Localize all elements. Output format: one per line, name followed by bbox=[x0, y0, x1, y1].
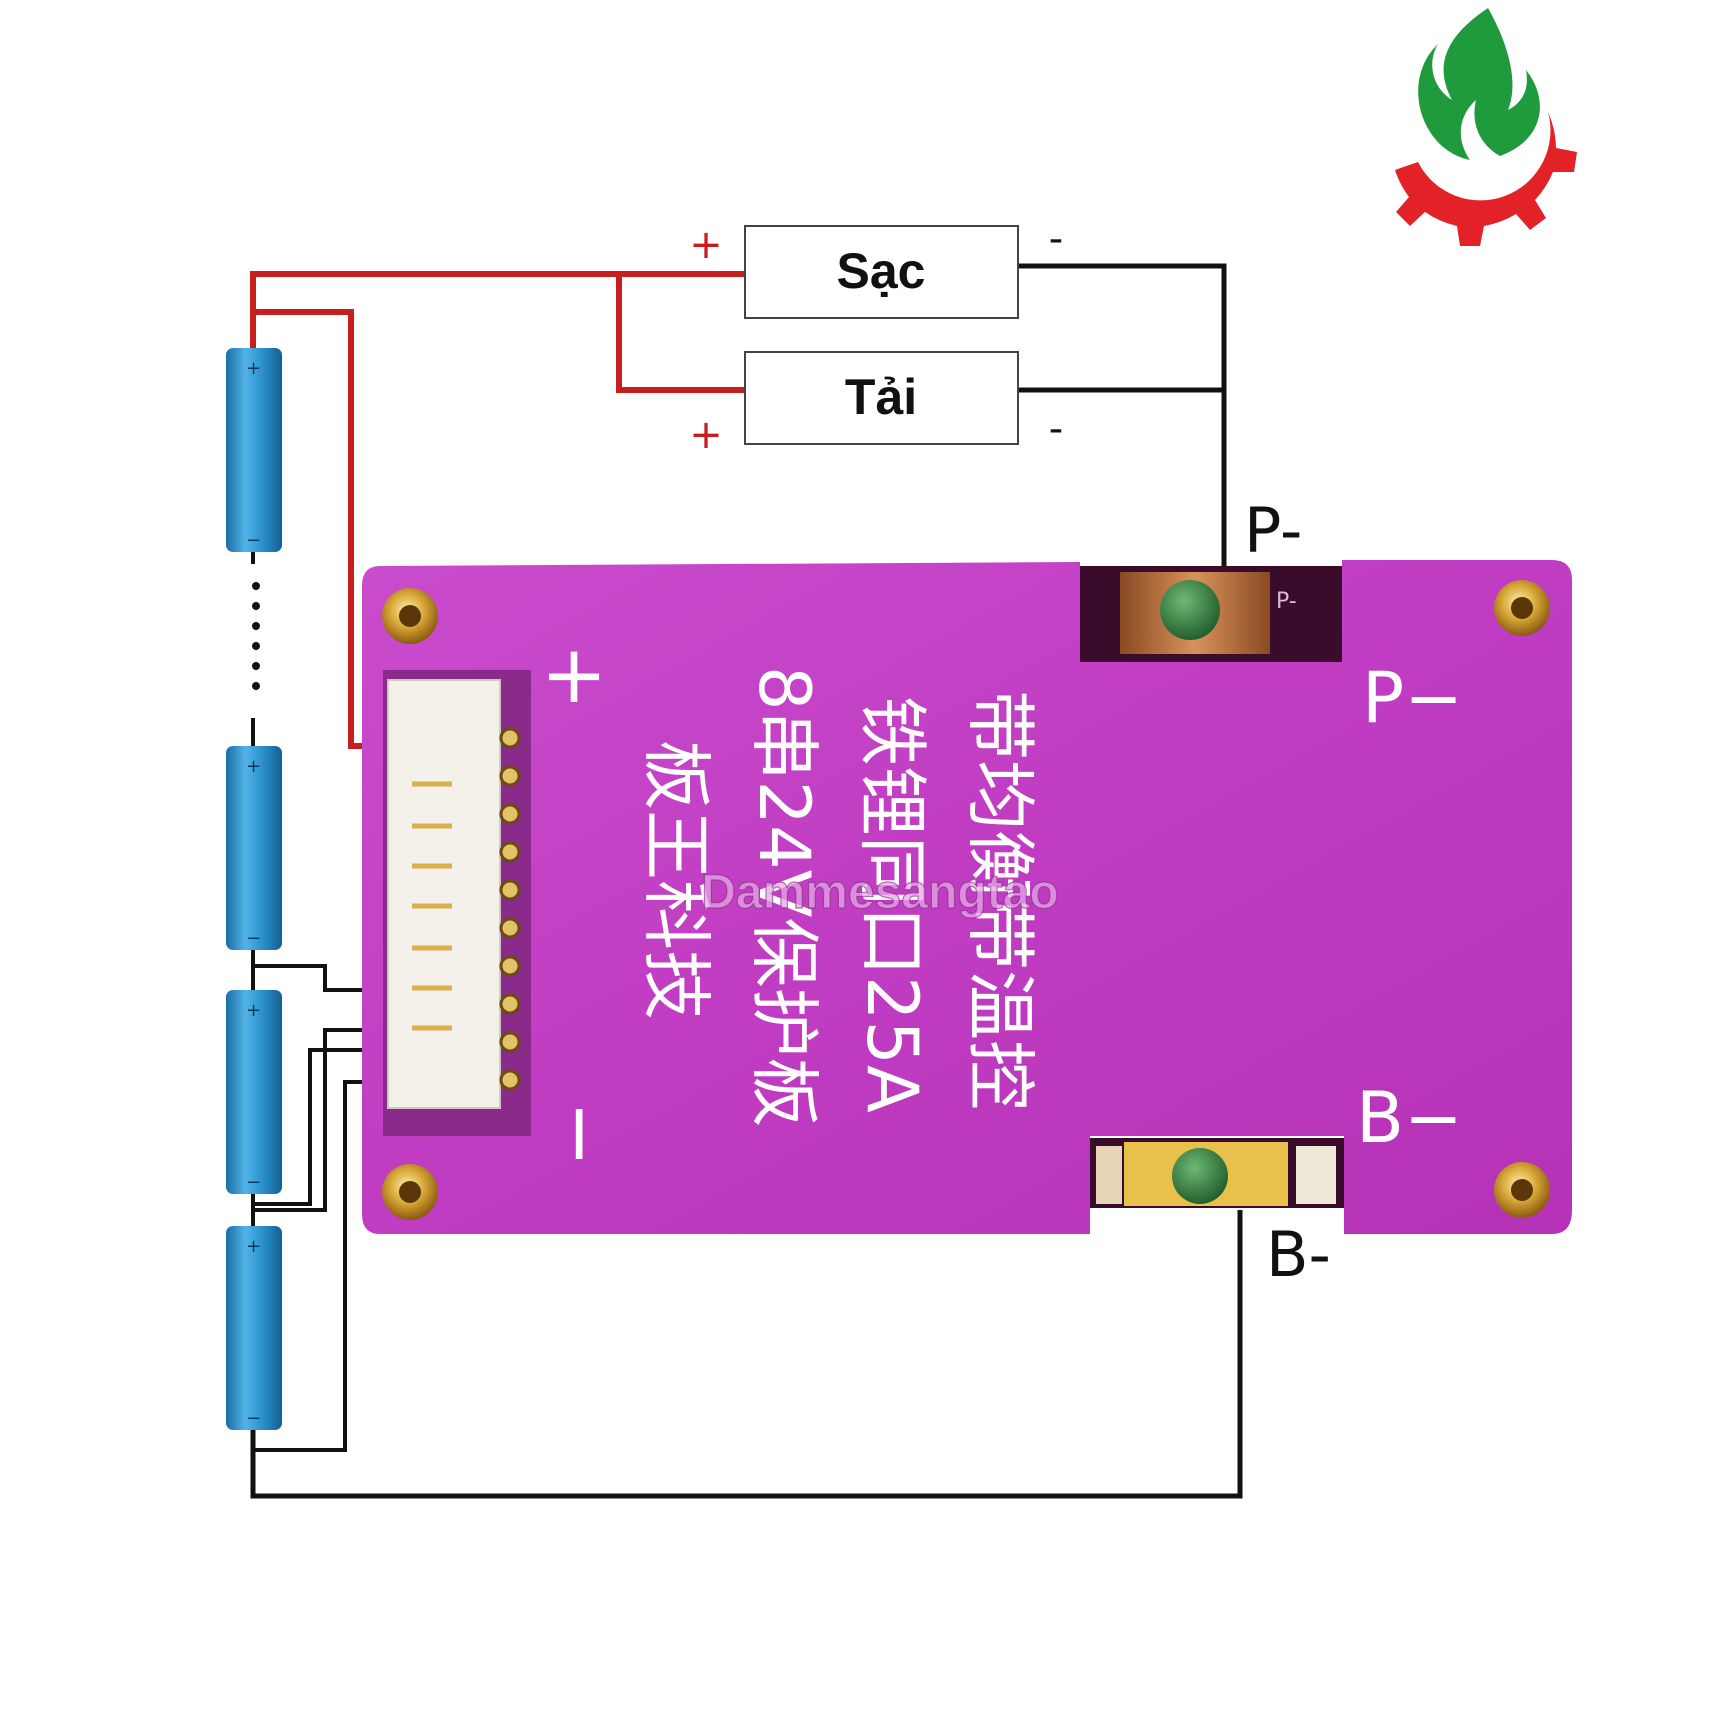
flame-icon bbox=[1418, 8, 1540, 160]
positive-to-load-wire bbox=[616, 274, 745, 393]
charger-box: Sạc + - bbox=[689, 216, 1063, 319]
board-text-line-3: 铁锂同口25A bbox=[851, 696, 933, 1113]
load-minus-label: - bbox=[1049, 406, 1063, 452]
load-label: Tải bbox=[845, 369, 917, 425]
load-box: Tải + - bbox=[689, 351, 1063, 458]
charger-plus-label: + bbox=[689, 222, 723, 268]
balance-wire-3 bbox=[253, 1048, 390, 1206]
gear-arc-icon bbox=[1395, 112, 1577, 246]
positive-main-wire bbox=[250, 271, 745, 348]
balance-wire-2 bbox=[253, 1028, 390, 1212]
p-minus-external-label: P- bbox=[1244, 494, 1302, 567]
balance-wire-1 bbox=[253, 964, 390, 992]
watermark-text: Dammesangtao bbox=[701, 866, 1058, 919]
bms-board: P- + − P− B− 板王科技 8串24V保护板 铁锂同口25A 带均衡带温… bbox=[362, 560, 1572, 1234]
connector-pins bbox=[412, 781, 452, 1031]
board-b-minus-label: B− bbox=[1356, 1077, 1463, 1159]
cell-minus-label: − bbox=[246, 530, 261, 551]
brand-logo-icon bbox=[1395, 8, 1577, 246]
board-body bbox=[362, 560, 1572, 1234]
b-minus-external-label: B- bbox=[1266, 1218, 1331, 1291]
board-plus-mark: + bbox=[540, 628, 607, 721]
load-plus-label: + bbox=[689, 412, 723, 458]
battery-cell: + − bbox=[226, 348, 282, 552]
charger-minus-label: - bbox=[1049, 216, 1063, 262]
solder-pads bbox=[499, 727, 521, 1091]
cell-minus-label: − bbox=[246, 928, 261, 949]
cell-plus-label: + bbox=[246, 1000, 261, 1021]
cell-plus-label: + bbox=[246, 756, 261, 777]
mounting-hole bbox=[1494, 1162, 1550, 1218]
mounting-hole bbox=[382, 1164, 438, 1220]
series-ellipsis-dots bbox=[252, 582, 260, 690]
cell-minus-label: − bbox=[246, 1408, 261, 1429]
cell-plus-label: + bbox=[246, 1236, 261, 1257]
mounting-hole bbox=[382, 588, 438, 644]
cell-minus-label: − bbox=[246, 1172, 261, 1193]
balance-connector bbox=[387, 679, 501, 1109]
battery-cell: + − bbox=[226, 990, 282, 1194]
battery-cell: + − bbox=[226, 1226, 282, 1430]
board-text-line-1: 板王科技 bbox=[635, 740, 717, 1020]
p-minus-pad-label: P- bbox=[1276, 589, 1297, 614]
p-minus-pad: P- bbox=[1080, 566, 1342, 662]
board-p-minus-label: P− bbox=[1362, 657, 1463, 739]
board-text-line-2: 8串24V保护板 bbox=[743, 666, 825, 1128]
charger-minus-wire bbox=[1018, 263, 1227, 566]
board-text-line-4: 带均衡带温控 bbox=[959, 690, 1041, 1110]
cell-plus-label: + bbox=[246, 358, 261, 379]
b-minus-pad bbox=[1090, 1138, 1344, 1208]
board-minus-mark: − bbox=[535, 1100, 628, 1167]
board-chinese-text: 板王科技 8串24V保护板 铁锂同口25A 带均衡带温控 bbox=[635, 666, 1041, 1128]
b-minus-wire bbox=[250, 1210, 1243, 1499]
negative-wires bbox=[250, 263, 1243, 1499]
battery-cell: + − bbox=[226, 746, 282, 950]
mounting-hole bbox=[1494, 580, 1550, 636]
charger-label: Sạc bbox=[837, 243, 926, 299]
